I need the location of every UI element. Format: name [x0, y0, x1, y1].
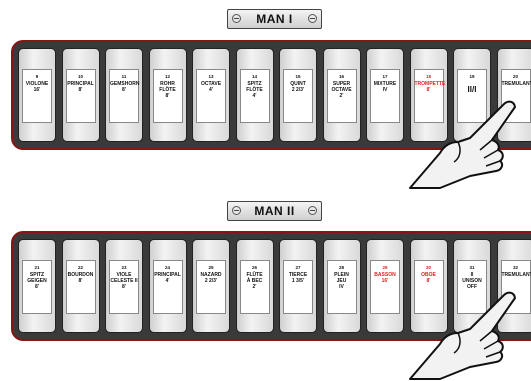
stop-label: OBOE 8' — [415, 272, 443, 284]
stop-label: TREMULANT — [502, 81, 530, 87]
stop-number: 18 — [415, 74, 443, 79]
stop-number: 22 — [67, 265, 95, 270]
stop-label: SUPER OCTAVE 2' — [328, 81, 356, 99]
stop-number: 14 — [241, 74, 269, 79]
stop-label: FLÛTE À BEC 2' — [241, 272, 269, 290]
stop-label: SPITZ GEIGEN 8' — [23, 272, 51, 290]
stop-number: 15 — [284, 74, 312, 79]
stop-number: 17 — [371, 74, 399, 79]
stop-label: SPITZ FLÖTE 4' — [241, 81, 269, 99]
stop-label: PLEIN JEU IV — [328, 272, 356, 290]
stop-number: 31 — [458, 265, 486, 270]
stop-number: 23 — [110, 265, 138, 270]
screw-icon — [308, 206, 317, 215]
stop-label: MIXTURE IV — [371, 81, 399, 93]
stop-number: 16 — [328, 74, 356, 79]
stop-number: 19 — [458, 74, 486, 79]
stop-label: ROHR FLÖTE 8' — [154, 81, 182, 99]
stop-number: 27 — [284, 265, 312, 270]
stop-label: PRINCIPAL 8' — [67, 81, 95, 93]
stop-label: TROMPETTE 8' — [415, 81, 443, 93]
stop-label: NAZARD 2 2/3' — [197, 272, 225, 284]
stop-number: 9 — [23, 74, 51, 79]
stop-label: VIOLE CELESTE II 8' — [110, 272, 138, 290]
stop-label: TREMULANT — [502, 272, 530, 278]
stop-label: BASSON 16' — [371, 272, 399, 284]
stop-number: 29 — [371, 265, 399, 270]
stop-number: 13 — [197, 74, 225, 79]
stop-label: GEMSHORN 8' — [110, 81, 138, 93]
stop-tab-face: 27TIERCE 1 3/5' — [283, 260, 313, 314]
stop-number: 25 — [197, 265, 225, 270]
stop-label: VIOLONE 16' — [23, 81, 51, 93]
stop-label: QUINT 2 2/3' — [284, 81, 312, 93]
stop-number: 24 — [154, 265, 182, 270]
stop-number: 21 — [23, 265, 51, 270]
man2-nameplate: MAN II — [227, 201, 322, 221]
stop-number: 11 — [110, 74, 138, 79]
stop-number: 26 — [241, 265, 269, 270]
stop-number: 10 — [67, 74, 95, 79]
stop-label: TIERCE 1 3/5' — [284, 272, 312, 284]
stop-label: BOURDON 8' — [67, 272, 95, 284]
stop-number: 28 — [328, 265, 356, 270]
stop-label: II UNISON OFF — [458, 272, 486, 290]
stop-label: OCTAVE 4' — [197, 81, 225, 93]
stop-number: 20 — [502, 74, 530, 79]
stop-label: II/I — [458, 85, 486, 94]
stop-number: 32 — [502, 265, 530, 270]
stop-number: 30 — [415, 265, 443, 270]
man1-nameplate: MAN I — [227, 9, 322, 29]
screw-icon — [308, 14, 317, 23]
pointing-hand-icon — [400, 98, 531, 190]
pointing-hand-icon — [400, 289, 531, 381]
stop-number: 12 — [154, 74, 182, 79]
stop-label: PRINCIPAL 4' — [154, 272, 182, 284]
